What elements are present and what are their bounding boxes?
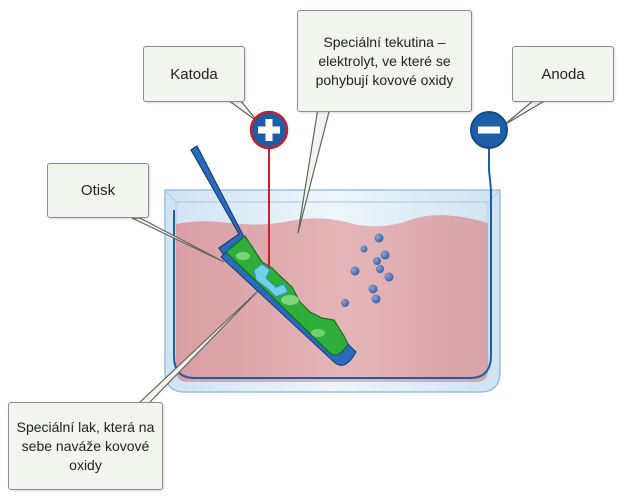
callout-anoda-text: Anoda: [541, 65, 585, 83]
callout-katoda-text: Katoda: [170, 65, 218, 83]
callout-pointers: [131, 99, 549, 405]
oxide-particle: [368, 284, 378, 294]
oxide-particles: [341, 233, 394, 307]
oxide-particle: [384, 272, 394, 282]
cathode-terminal: [249, 110, 289, 150]
anode-wire: [173, 147, 492, 379]
oxide-particle: [360, 245, 368, 253]
callout-elektrolyt-text: Speciální tekutina – elektrolyt, ve kter…: [315, 33, 454, 88]
callout-otisk: Otisk: [47, 163, 149, 218]
callout-katoda: Katoda: [143, 46, 245, 102]
callout-anoda: Anoda: [512, 46, 614, 102]
oxide-particle: [374, 233, 384, 243]
callout-lak: Speciální lak, která na sebe naváže kovo…: [8, 402, 163, 490]
oxide-particle: [350, 266, 360, 276]
callout-elektrolyt: Speciální tekutina – elektrolyt, ve kter…: [297, 10, 472, 112]
oxide-particle: [371, 294, 381, 304]
lacquer-layer: [253, 263, 289, 298]
callout-lak-text: Speciální lak, která na sebe naváže kovo…: [16, 418, 155, 473]
oxide-particle: [380, 250, 390, 260]
minus-icon: [478, 126, 500, 134]
anode-terminal: [470, 111, 508, 149]
callout-otisk-text: Otisk: [80, 182, 116, 199]
oxide-particle: [376, 265, 384, 273]
plus-icon: [258, 119, 280, 141]
oxide-particle: [341, 299, 349, 307]
oxide-particle: [373, 257, 381, 265]
impression: [220, 235, 357, 366]
